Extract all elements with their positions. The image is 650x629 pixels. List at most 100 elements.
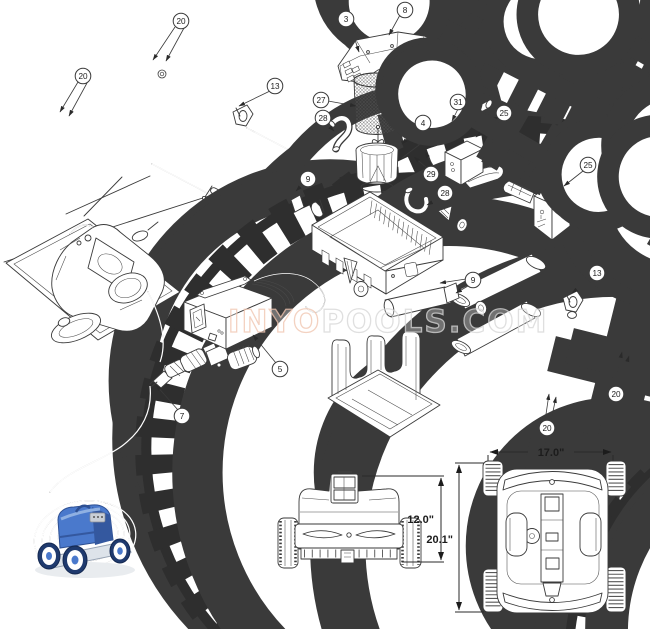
body-highlight (60, 507, 101, 521)
callout-29: 29 (413, 151, 440, 183)
arm-end-bracket (232, 104, 254, 127)
arm-end-bracket (562, 290, 584, 319)
mount-bracket-9 (290, 30, 650, 251)
callout-bubble (579, 156, 597, 174)
center-rail (540, 493, 564, 583)
callout-bubble (495, 104, 513, 122)
callout-bubble (396, 1, 414, 19)
callout-number: 25 (499, 109, 509, 118)
svg-text:INYOPOOLS.COM: INYOPOOLS.COM (228, 304, 548, 340)
callout-number: 7 (180, 412, 185, 421)
callout-4: 4 (401, 114, 432, 145)
callout-bubble (271, 360, 289, 378)
top-view-drawing (482, 460, 627, 614)
callout-9: 9 (295, 170, 317, 192)
callout-bubble (464, 271, 482, 289)
assembled-body (5, 218, 181, 344)
cone-and-washer (437, 205, 468, 232)
callout-bubble (436, 184, 454, 202)
callout-number: 9 (471, 276, 476, 285)
return-elbow-28 (403, 186, 430, 215)
dim-width-label: 17.0" (538, 447, 565, 459)
callout-number: 8 (403, 6, 408, 15)
callout-number: 5 (278, 365, 283, 374)
callout-bubble (588, 264, 606, 282)
front-view-drawing (277, 471, 422, 569)
callout-number: 4 (421, 119, 426, 128)
callout-bubble (173, 407, 191, 425)
callout-number: 27 (316, 96, 326, 105)
callout-bubble (538, 419, 556, 437)
callout-3: 3 (337, 10, 360, 53)
callout-number: 29 (426, 170, 436, 179)
callout-bubble (74, 67, 92, 85)
dimension-12: 12.0" (362, 475, 444, 563)
front-skirt (300, 547, 398, 564)
callout-number: 13 (270, 82, 280, 91)
callout-bubble (607, 385, 625, 403)
callout-number: 13 (592, 269, 602, 278)
body-tub (290, 30, 650, 297)
callout-25: 25 (475, 104, 513, 138)
callout-bubble (172, 12, 190, 30)
callout-13: 13 (238, 77, 284, 107)
top-hatch (330, 471, 359, 504)
roller-bracket-9 (443, 105, 650, 347)
product-photo (35, 504, 135, 578)
product-wheels (37, 538, 131, 575)
callout-8: 8 (388, 1, 414, 36)
callout-28: 28 (426, 184, 454, 206)
callout-bubble (337, 10, 355, 28)
foam-rollers (383, 253, 547, 357)
callout-number: 20 (176, 17, 186, 26)
callout-number: 28 (440, 189, 450, 198)
cable-connector-7 (149, 342, 260, 389)
callout-number: 3 (344, 15, 349, 24)
callout-27: 27 (312, 91, 357, 109)
callout-number: 20 (611, 390, 621, 399)
body-stripe (59, 529, 112, 538)
callout-bubble (422, 165, 440, 183)
callout-7: 7 (155, 384, 191, 425)
callout-13: 13 (571, 264, 606, 294)
flap-weight-box-1 (444, 140, 504, 189)
callout-25: 25 (563, 156, 597, 187)
callout-number: 20 (542, 424, 552, 433)
product-handle (74, 504, 91, 513)
callout-bubble (266, 77, 284, 95)
callout-28: 28 (314, 109, 335, 132)
axle-washer (474, 300, 488, 316)
bottom-frame (327, 331, 441, 438)
dim-length-label: 20.1" (426, 534, 453, 546)
right-side-arm (562, 64, 650, 353)
callout-number: 9 (306, 175, 311, 184)
dimension-20: 20.1" (426, 462, 484, 613)
callout-bubble (312, 91, 330, 109)
carry-handle (196, 275, 252, 299)
pump-motor (355, 0, 650, 194)
callout-number: 28 (318, 114, 328, 123)
front-bumper (294, 523, 404, 549)
watermark: INYOPOOLS.COM (227, 303, 548, 340)
callout-number: 31 (453, 98, 463, 107)
callout-9: 9 (439, 271, 482, 294)
callout-20: 20 (538, 393, 557, 437)
callout-20: 20 (59, 67, 92, 117)
callout-bubble (449, 93, 467, 111)
hose-clamp (310, 199, 325, 218)
callout-5: 5 (252, 334, 289, 378)
dim-height-label: 12.0" (407, 514, 434, 526)
callout-bubble (414, 114, 432, 132)
watermark-left: INYO (228, 304, 321, 340)
callout-number: 25 (583, 161, 593, 170)
callout-20: 20 (152, 12, 190, 62)
power-supply (183, 273, 326, 350)
callout-bubble (314, 109, 332, 127)
callout-31: 31 (449, 93, 467, 122)
callout-20: 20 (607, 351, 630, 403)
watermark-right: POOLS.COM (321, 304, 548, 340)
callout-bubble (299, 170, 317, 188)
strain-relief-knob (227, 344, 260, 371)
